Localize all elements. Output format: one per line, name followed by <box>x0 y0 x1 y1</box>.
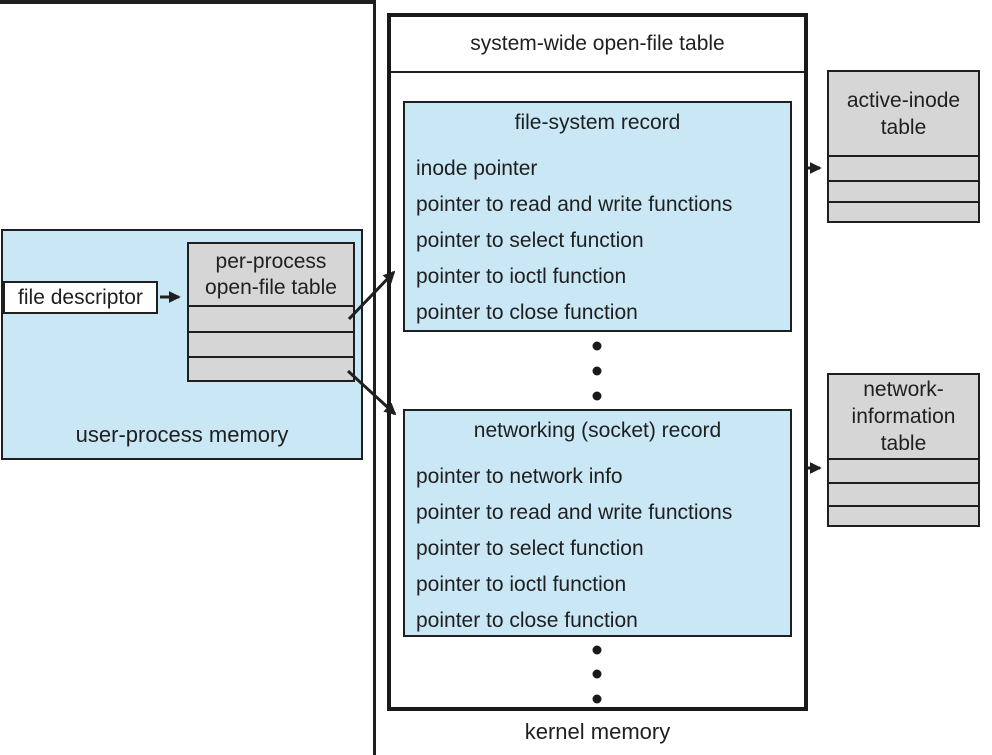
record-entry: pointer to read and write functions <box>416 501 733 524</box>
table-row <box>189 358 353 382</box>
table-row <box>829 157 978 182</box>
file-descriptor-box: file descriptor <box>3 281 158 314</box>
file-system-record-box: file-system record inode pointer pointer… <box>403 101 792 332</box>
network-information-table-title-line1: network- <box>863 378 944 401</box>
networking-socket-record-box: networking (socket) record pointer to ne… <box>403 409 792 637</box>
record-entry: pointer to close function <box>416 609 638 632</box>
file-system-record-entries: inode pointer pointer to read and write … <box>405 151 790 331</box>
network-information-table-title-line3: table <box>880 432 927 455</box>
per-process-table-title-line2: open-file table <box>205 275 337 299</box>
user-space-top-border-line <box>0 0 376 4</box>
record-entry: pointer to ioctl function <box>416 265 627 288</box>
per-process-open-file-table: per-process open-file table <box>187 242 355 382</box>
table-row <box>189 333 353 358</box>
active-inode-table-title-line2: table <box>880 115 927 139</box>
user-kernel-divider-line <box>373 0 376 755</box>
user-process-memory-label: user-process memory <box>75 422 289 447</box>
record-entry: pointer to select function <box>416 537 644 560</box>
active-inode-table: active-inode table <box>827 70 980 223</box>
network-information-table-title-line2: information <box>851 405 956 428</box>
table-row <box>829 484 978 507</box>
network-information-table-title: network- information table <box>829 375 978 460</box>
table-row <box>829 182 978 203</box>
per-process-open-file-table-title: per-process open-file table <box>189 244 353 307</box>
table-row <box>189 307 353 333</box>
record-entry: pointer to read and write functions <box>416 193 733 216</box>
networking-record-title: networking (socket) record <box>473 419 722 442</box>
table-row <box>829 507 978 525</box>
networking-record-entries: pointer to network info pointer to read … <box>405 459 790 639</box>
record-entry: pointer to ioctl function <box>416 573 627 596</box>
table-row <box>829 460 978 484</box>
network-information-table: network- information table <box>827 373 980 527</box>
active-inode-table-title: active-inode table <box>829 72 978 157</box>
record-entry: inode pointer <box>416 157 538 180</box>
file-system-record-title: file-system record <box>514 111 681 134</box>
per-process-table-title-line1: per-process <box>215 249 327 273</box>
active-inode-table-title-line1: active-inode <box>846 88 961 112</box>
record-entry: pointer to select function <box>416 229 644 252</box>
table-row <box>829 203 978 221</box>
kernel-memory-label: kernel memory <box>524 719 671 744</box>
record-entry: pointer to close function <box>416 301 638 324</box>
record-entry: pointer to network info <box>416 465 623 488</box>
system-wide-open-file-table-header: system-wide open-file table <box>391 17 804 73</box>
